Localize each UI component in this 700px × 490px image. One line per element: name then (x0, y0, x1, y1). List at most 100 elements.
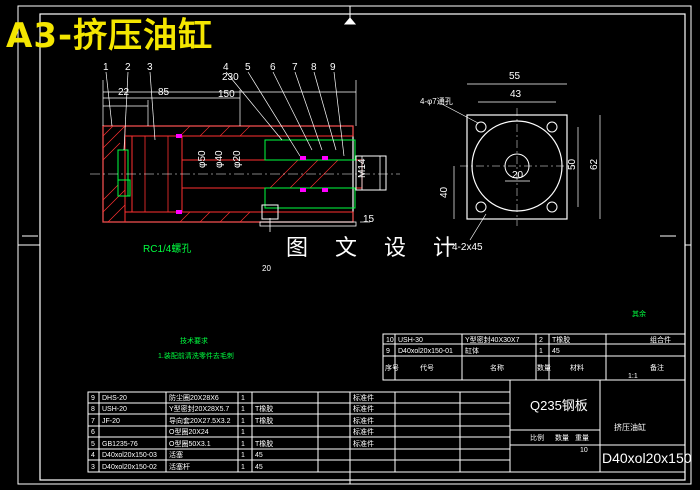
part-number-7: 7 (292, 62, 298, 73)
cylinder-section (90, 125, 400, 232)
parts-row3-name: 导向套20X27.5X3.2 (169, 416, 231, 425)
top-row2-c4: 1 (539, 348, 543, 355)
top-header-2: 代号 (420, 363, 434, 372)
top-header-4: 数量 (537, 363, 551, 372)
parts-row3-mat: T橡胶 (255, 416, 273, 425)
dim-150: 150 (218, 89, 235, 100)
dim-62: 62 (589, 158, 600, 170)
parts-row6-mat: 45 (255, 452, 263, 459)
parts-row7-no: 3 (91, 464, 95, 471)
dim-bottom: 20 (262, 264, 271, 273)
top-header-1: 序号 (385, 363, 399, 372)
parts-row3-qty: 1 (241, 418, 245, 425)
dimension-lines (102, 80, 370, 223)
parts-row4-note: 标准件 (353, 427, 374, 436)
drawing-title: A3-挤压油缸 (6, 16, 214, 56)
parts-row4-no: 6 (91, 429, 95, 436)
scale-num-text: 10 (580, 447, 588, 454)
parts-row6-qty: 1 (241, 452, 245, 459)
parts-row5-note: 标准件 (353, 439, 374, 448)
part-name-text: 挤压油缸 (614, 422, 646, 432)
dim-40: 40 (439, 186, 450, 198)
parts-row5-code: GB1235-76 (102, 441, 138, 448)
other-note: 其余 (632, 309, 646, 318)
material-text: Q235钢板 (530, 398, 588, 413)
parts-row3-no: 7 (91, 418, 95, 425)
parts-row2-name: Y型密封20X28X5.7 (169, 404, 229, 413)
top-table-text: 10 USH-30 Y型密封40X30X7 2 T橡胶 9 D40xol20x1… (385, 335, 671, 372)
parts-row2-code: USH-20 (102, 406, 127, 413)
parts-row6-code: D40xol20x150-03 (102, 452, 157, 459)
dim-55: 55 (509, 71, 521, 82)
parts-row5-no: 5 (91, 441, 95, 448)
notes: 技术要求 1.装配前清洗零件去毛刺 其余 (158, 309, 646, 360)
top-header-3: 名称 (490, 363, 504, 372)
leader-lines (105, 71, 345, 157)
end-view (439, 83, 601, 241)
dim-85: 85 (158, 87, 170, 98)
parts-row3-note: 标准件 (353, 416, 374, 425)
tech-req-title: 技术要求 (180, 336, 208, 345)
dim-m14: M14 (357, 158, 368, 178)
parts-row6-no: 4 (91, 452, 95, 459)
parts-row1-name: 防尘圈20X28X6 (169, 393, 219, 402)
parts-row4-name: O型圈20X24 (169, 427, 209, 436)
part-number-6: 6 (270, 62, 276, 73)
top-row1-c4: 2 (539, 337, 543, 344)
part-number-8: 8 (311, 62, 317, 73)
scale-label-text: 1:1 (628, 373, 638, 380)
dim-holes: 4-φ7通孔 (420, 96, 453, 106)
dim-22: 22 (118, 87, 130, 98)
frame-marks (18, 6, 691, 484)
top-row2-c3: 缸体 (465, 346, 479, 355)
part-number-4: 4 (223, 62, 229, 73)
tech-req-line: 1.装配前清洗零件去毛刺 (158, 351, 234, 360)
dim-port: RC1/4螺孔 (143, 243, 191, 255)
dim-50: 50 (567, 158, 578, 170)
mark-b-text: 数量 (555, 433, 569, 442)
inner-frame (39, 13, 686, 481)
dim-230: 230 (222, 72, 239, 83)
table-grid (87, 333, 686, 473)
parts-row3-code: JF-20 (102, 418, 120, 425)
part-number-labels: 1 2 3 4 5 6 7 8 9 (103, 62, 336, 73)
parts-row7-mat: 45 (255, 464, 263, 471)
parts-row7-name: 活塞杆 (169, 462, 190, 471)
parts-row2-no: 8 (91, 406, 95, 413)
drawing-number-text: D40xol20x150 (602, 450, 692, 466)
dim-43: 43 (510, 89, 522, 100)
dim-chamfer: 4-2x45 (452, 242, 483, 253)
top-row1-c2: USH-30 (398, 337, 423, 344)
top-row2-c2: D40xol20x150-01 (398, 348, 453, 355)
mark-c-text: 重量 (575, 434, 589, 442)
parts-row5-mat: T橡胶 (255, 439, 273, 448)
top-row1-c3: Y型密封40X30X7 (465, 335, 520, 344)
parts-row2-qty: 1 (241, 406, 245, 413)
dim-20: 20 (512, 170, 524, 181)
title-block-text: Q235钢板 挤压油缸 D40xol20x150 10 比例 数量 重量 1:1 (530, 373, 692, 466)
parts-row1-note: 标准件 (353, 393, 374, 402)
mark-a-text: 比例 (530, 433, 544, 442)
parts-row5-qty: 1 (241, 441, 245, 448)
top-row2-c5: 45 (552, 348, 560, 355)
parts-row7-code: D40xol20x150-02 (102, 464, 157, 471)
parts-row6-name: 活塞 (169, 450, 183, 459)
top-header-5: 材料 (570, 363, 584, 372)
top-row1-c1: 10 (386, 337, 394, 344)
part-number-3: 3 (147, 62, 153, 73)
parts-list-text: 9 DHS-20 防尘圈20X28X6 1 标准件 8 USH-20 Y型密封2… (91, 393, 374, 471)
dim-15: 15 (363, 214, 375, 225)
top-row1-c5: T橡胶 (552, 335, 570, 344)
parts-row2-note: 标准件 (353, 404, 374, 413)
top-row2-c1: 9 (386, 348, 390, 355)
watermark-text: 图 文 设 计 (286, 236, 465, 261)
part-number-1: 1 (103, 62, 109, 73)
dimension-texts: 22 85 150 230 15 φ50 φ40 φ20 M14 55 43 4… (118, 71, 600, 273)
part-number-5: 5 (245, 62, 251, 73)
part-number-9: 9 (330, 62, 336, 73)
part-number-2: 2 (125, 62, 131, 73)
top-header-6: 备注 (650, 363, 664, 372)
dim-phi40: φ40 (214, 150, 225, 168)
